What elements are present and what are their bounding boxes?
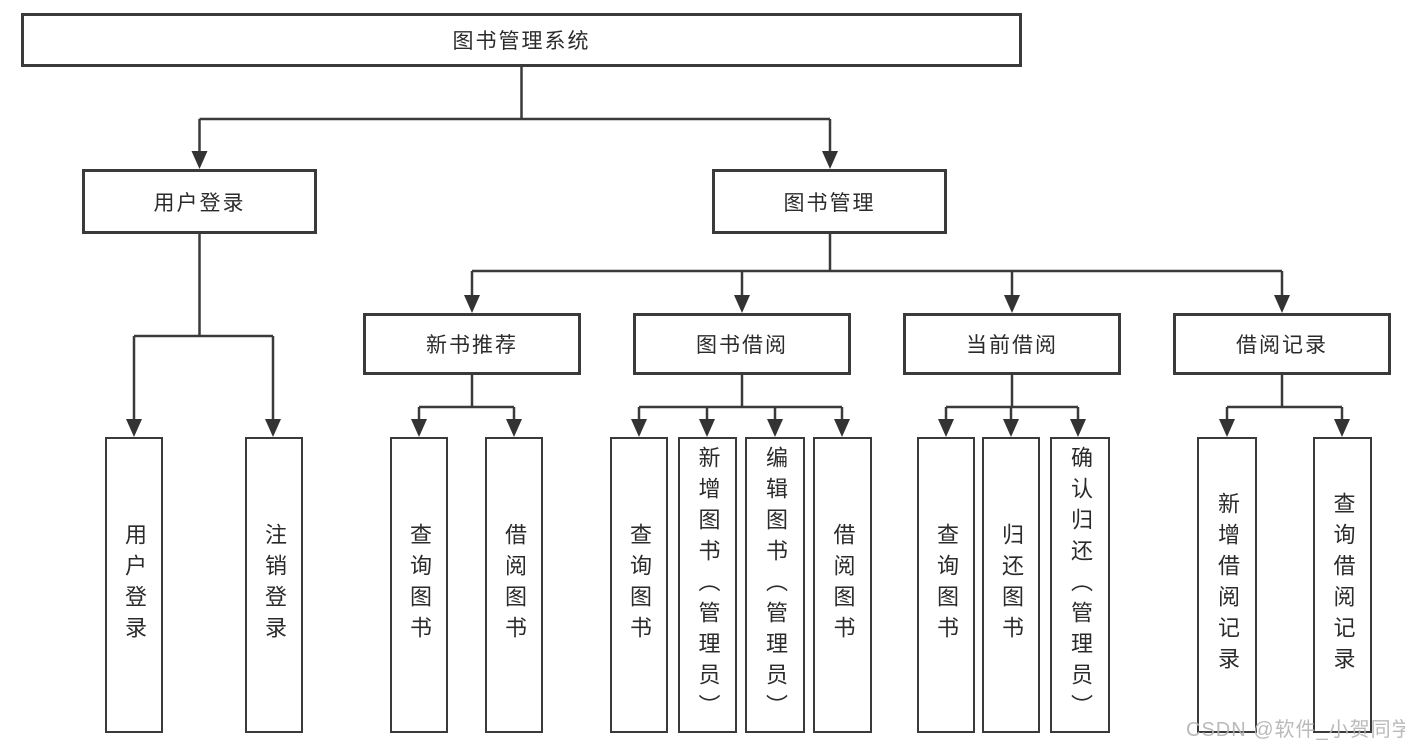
connector-new-book-to-leaves: [411, 375, 522, 437]
node-user-login: 用户登录: [82, 169, 317, 234]
csdn-watermark: CSDN @软件_小贺同学: [1186, 719, 1405, 741]
node-book-management: 图书管理: [712, 169, 947, 234]
node-current-borrowing: 当前借阅: [903, 313, 1121, 375]
connector-borrowing-to-leaves: [631, 375, 850, 437]
leaf-edit-books-admin: 编辑图书（管理员）: [745, 437, 805, 733]
leaf-query-books-current: 查询图书: [917, 437, 975, 733]
node-borrow-records: 借阅记录: [1173, 313, 1391, 375]
node-book-borrowing: 图书借阅: [633, 313, 851, 375]
leaf-return-books: 归还图书: [982, 437, 1040, 733]
connector-current-to-leaves: [938, 375, 1086, 437]
node-new-book-recommend: 新书推荐: [363, 313, 581, 375]
leaf-add-borrow-record: 新增借阅记录: [1197, 437, 1257, 733]
leaf-query-books-newbook: 查询图书: [390, 437, 448, 733]
leaf-query-borrow-record: 查询借阅记录: [1313, 437, 1372, 733]
connector-root-to-level2: [191, 67, 838, 169]
leaf-borrow-books-borrowing: 借阅图书: [813, 437, 872, 733]
leaf-borrow-books-newbook: 借阅图书: [485, 437, 543, 733]
leaf-user-login: 用户登录: [105, 437, 163, 733]
connector-user-login-to-leaves: [126, 234, 281, 437]
connector-book-management-to-level3: [464, 234, 1290, 313]
leaf-logout: 注销登录: [245, 437, 303, 733]
leaf-add-books-admin: 新增图书（管理员）: [678, 437, 737, 733]
leaf-confirm-return-admin: 确认归还（管理员）: [1050, 437, 1110, 733]
leaf-query-books-borrowing: 查询图书: [610, 437, 668, 733]
node-library-system: 图书管理系统: [21, 13, 1022, 67]
connector-records-to-leaves: [1219, 375, 1350, 437]
